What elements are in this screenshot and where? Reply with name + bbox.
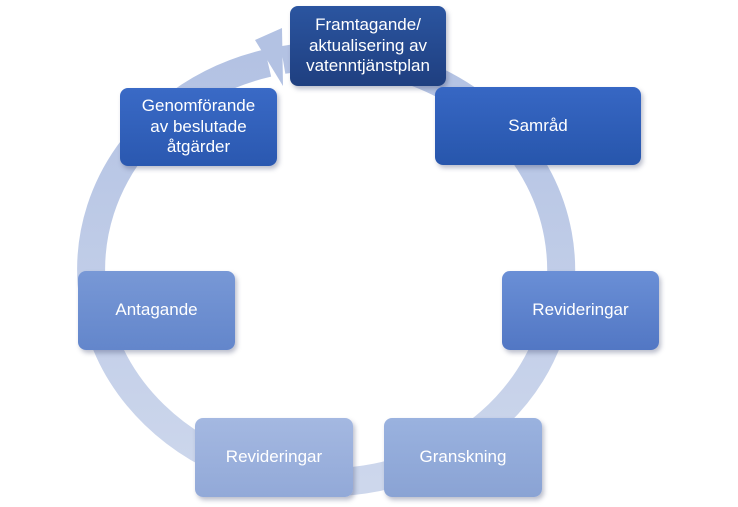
- step-genomforande-label: Genomförande av beslutade åtgärder: [141, 96, 256, 157]
- step-revideringar-2: Revideringar: [195, 418, 353, 497]
- step-revideringar-1-label: Revideringar: [532, 300, 629, 320]
- step-granskning: Granskning: [384, 418, 542, 497]
- step-genomforande: Genomförande av beslutade åtgärder: [120, 88, 277, 166]
- step-revideringar-1: Revideringar: [502, 271, 659, 350]
- step-framtagande: Framtagande/ aktualisering av vatenntjän…: [290, 6, 446, 86]
- step-antagande: Antagande: [78, 271, 235, 350]
- cycle-arrowhead: [255, 28, 283, 86]
- step-samrad-label: Samråd: [508, 115, 568, 135]
- step-samrad: Samråd: [435, 87, 641, 165]
- step-granskning-label: Granskning: [419, 447, 507, 467]
- step-revideringar-2-label: Revideringar: [225, 447, 323, 467]
- step-antagande-label: Antagande: [115, 300, 198, 320]
- step-framtagande-label: Framtagande/ aktualisering av vatenntjän…: [306, 15, 430, 76]
